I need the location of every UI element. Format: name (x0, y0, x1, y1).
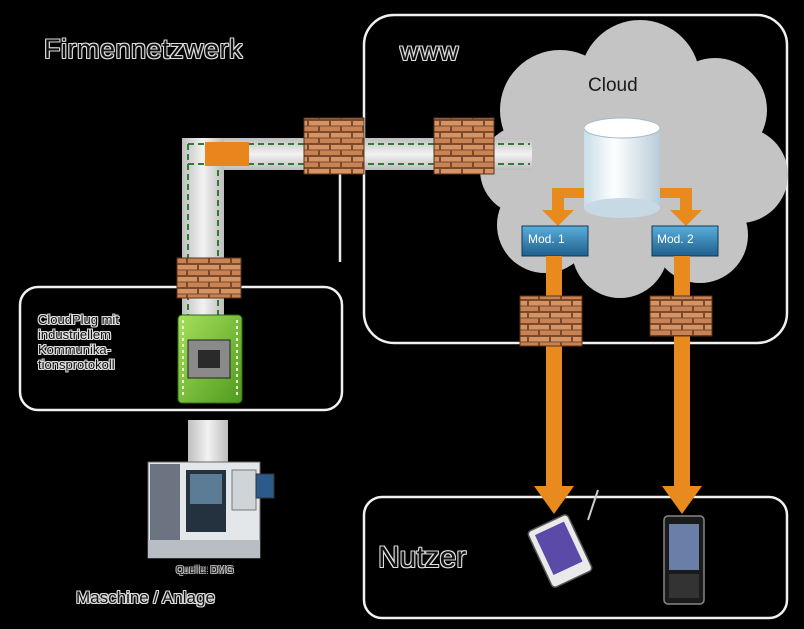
firewall-brick-icon (176, 257, 242, 299)
firewall-brick-icon (649, 295, 713, 337)
module-2-box (651, 225, 719, 257)
www-label: www (400, 36, 460, 66)
smartphone-icon (663, 515, 705, 605)
cloud-shape (480, 20, 788, 298)
cnc-machine-icon (147, 461, 275, 559)
cloud-label: Cloud (588, 75, 638, 96)
firewall-brick-icon (519, 295, 583, 347)
module-1-label: Mod. 1 (528, 232, 565, 246)
database-to-modules-arrows (542, 188, 702, 226)
firewall-brick-icon (433, 117, 495, 175)
cloudplug-label: CloudPlug mit industriellem Kommunika- t… (38, 312, 119, 372)
machine-label: Maschine / Anlage (76, 588, 215, 607)
users-region (362, 495, 789, 620)
connection-pipe (182, 138, 532, 470)
module-2-label: Mod. 2 (657, 232, 694, 246)
users-label: Nutzer (378, 541, 467, 574)
tablet-icon (527, 489, 599, 588)
image-source-label: Quelle: DMG (176, 565, 234, 576)
company-network-label: Firmennetzwerk (44, 34, 244, 64)
database-icon (583, 117, 661, 218)
firewall-brick-icon (303, 117, 365, 175)
chip-icon (177, 314, 243, 404)
